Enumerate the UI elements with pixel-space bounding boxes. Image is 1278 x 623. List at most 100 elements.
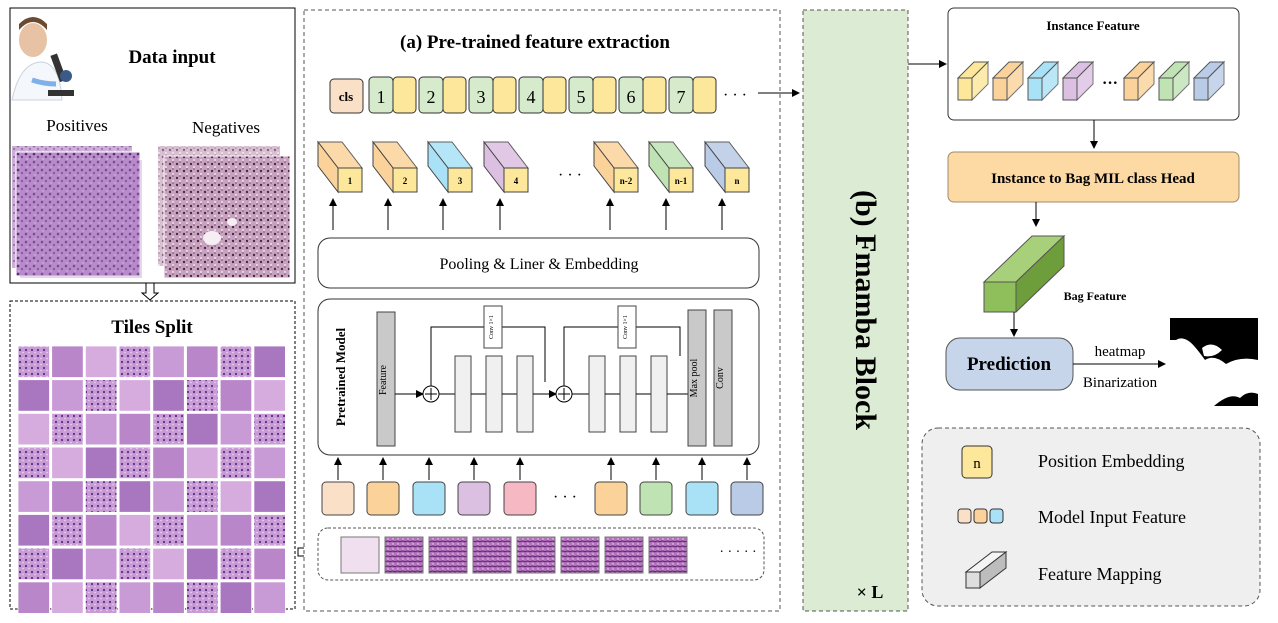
tile [17, 547, 50, 581]
tile [186, 480, 219, 513]
tile [51, 379, 84, 412]
patch-image [340, 536, 380, 574]
mil-head-label: Instance to Bag MIL class Head [991, 171, 1195, 187]
tile [253, 345, 286, 378]
tile [253, 581, 286, 614]
mil-head-box: Instance to Bag MIL class Head [947, 151, 1240, 203]
legend-position-embedding: Position Embedding [1038, 451, 1185, 471]
instance-cube-front [1062, 77, 1078, 101]
patch-image [560, 536, 600, 574]
tile [118, 547, 151, 581]
conv1x1-label-2: Conv 1×1 [623, 315, 629, 339]
prediction-label: Prediction [967, 354, 1052, 375]
heatmap-label: heatmap [1095, 344, 1146, 360]
tile [253, 446, 286, 480]
tile [85, 547, 118, 581]
legend-model-input-feature: Model Input Feature [1038, 507, 1186, 527]
tile [85, 480, 118, 513]
tile [51, 345, 84, 378]
tile [85, 379, 118, 412]
patch-image [384, 536, 424, 574]
data-input-title: Data input [128, 47, 216, 68]
patch-image [516, 536, 556, 574]
legend-symbol-n: n [973, 456, 981, 472]
feature-cube-front [392, 167, 418, 193]
fmamba-repeat: × L [857, 582, 884, 602]
legend-feature-mapping: Feature Mapping [1038, 564, 1161, 584]
token-position-box [392, 76, 417, 114]
instance-cube-front [1193, 77, 1209, 101]
tile [17, 514, 50, 547]
binary-mask-image [1170, 318, 1258, 406]
instance-cube-front [1027, 77, 1043, 101]
positives-label: Positives [46, 116, 107, 135]
instance-cube-front [1158, 77, 1174, 101]
token-number: 7 [677, 87, 686, 107]
token-position-box [492, 76, 517, 114]
token-ellipsis: · · · [723, 87, 747, 104]
tile [253, 514, 286, 547]
fmamba-title: (b) Fmamba Block [849, 190, 882, 430]
token-number: 2 [427, 87, 436, 107]
instance-cube-front [992, 77, 1008, 101]
input-ellipsis: · · · [553, 489, 577, 506]
tile [51, 581, 84, 614]
feature-cube-label: 1 [348, 176, 353, 186]
cls-token-label: cls [339, 89, 353, 104]
tile [253, 480, 286, 513]
model-input-feature-icon [957, 508, 1004, 524]
tile [51, 514, 84, 547]
feature-cube-label: 2 [403, 176, 408, 186]
tile [118, 581, 151, 614]
tile [51, 446, 84, 480]
legend-box: n Position Embedding Model Input Feature… [921, 427, 1261, 607]
pretrained-model-box: Pretrained Model Feature Conv 1×1 [317, 298, 760, 456]
tile [186, 412, 219, 446]
instance-cubes [956, 60, 1226, 102]
tile [186, 345, 219, 378]
positive-slides [12, 146, 142, 278]
token-number: 5 [577, 87, 586, 107]
tile [186, 547, 219, 581]
tile [17, 480, 50, 513]
tile [51, 480, 84, 513]
tile [152, 379, 185, 412]
input-feature-square [321, 481, 355, 516]
pooling-label: Pooling & Liner & Embedding [439, 256, 638, 273]
tile [118, 379, 151, 412]
feature-cube-label: 4 [514, 176, 519, 186]
token-position-box [442, 76, 467, 114]
feature-cube-label: n-1 [675, 176, 688, 186]
tile [118, 480, 151, 513]
pretrained-model-label: Pretrained Model [333, 327, 348, 426]
tile [186, 379, 219, 412]
input-feature-square [366, 481, 400, 516]
cube-ellipsis: · · · [558, 167, 582, 184]
feature-mapping-icon [964, 550, 1008, 590]
tile [152, 514, 185, 547]
conv-label: Conv [715, 367, 726, 389]
bag-feature-label: Bag Feature [1064, 289, 1127, 303]
input-arrows [334, 457, 751, 480]
patch-ellipsis: · · · · · [719, 545, 756, 560]
tile [253, 379, 286, 412]
patch-strip: · · · · · [317, 527, 765, 581]
tile [85, 345, 118, 378]
token-number: 4 [527, 87, 536, 107]
prediction-box: Prediction [945, 337, 1074, 391]
tile [85, 446, 118, 480]
feature-extraction-panel: (a) Pre-trained feature extraction cls 1… [303, 9, 800, 612]
tile [85, 514, 118, 547]
patch-image [428, 536, 468, 574]
tile [152, 412, 185, 446]
tile [152, 446, 185, 480]
tile [219, 514, 253, 547]
token-number: 6 [627, 87, 636, 107]
negative-slides [158, 146, 291, 279]
token-position-box [542, 76, 567, 114]
feature-cube-label: n [734, 176, 739, 186]
tile [152, 480, 185, 513]
tile [219, 581, 253, 614]
